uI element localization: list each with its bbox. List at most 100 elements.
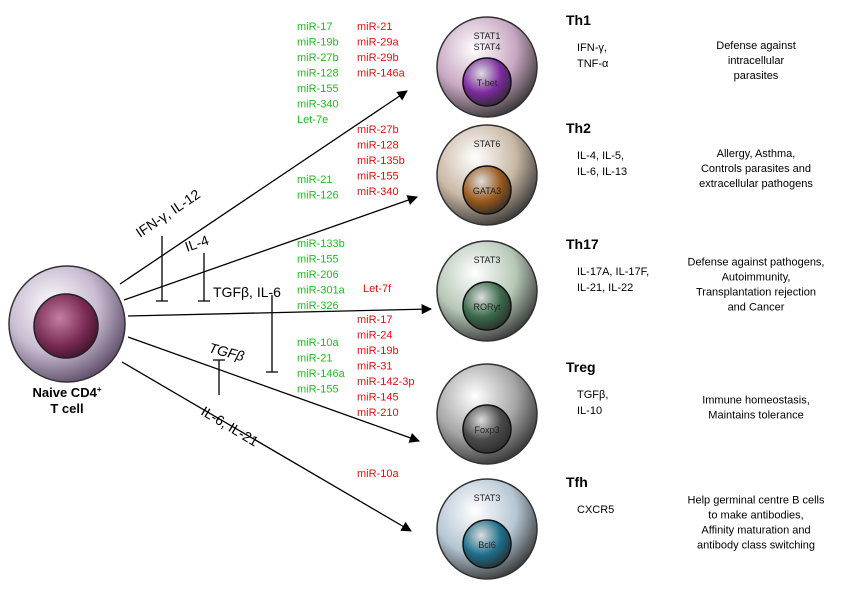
tfh-lineage-name: Tfh bbox=[566, 474, 588, 490]
signal-label-th1: IFN-γ, IL-12 bbox=[133, 186, 203, 241]
th2-master-regulator: GATA3 bbox=[473, 186, 501, 196]
naive-cell-label-line2: T cell bbox=[50, 401, 83, 416]
promoting-microrna: miR-340 bbox=[297, 99, 339, 111]
th1-function: parasites bbox=[734, 70, 779, 82]
promoting-microrna: miR-155 bbox=[297, 83, 339, 95]
th17-cytokine: IL-21, IL-22 bbox=[577, 282, 633, 294]
tfh-transcription-factor: STAT3 bbox=[474, 493, 501, 503]
promoting-microrna: miR-17 bbox=[297, 21, 332, 33]
inhibiting-microrna: miR-146a bbox=[357, 68, 406, 80]
inhibiting-microrna: miR-24 bbox=[357, 330, 392, 342]
treg-microrna-group: miR-10a miR-21 miR-146a miR-155 miR-17 miR-24… bbox=[297, 314, 414, 419]
th1-microrna-group: miR-17 miR-19b miR-27b miR-128 miR-155 miR-34… bbox=[297, 21, 406, 126]
inhibiting-microrna: miR-142-3p bbox=[357, 376, 414, 388]
promoting-microrna: miR-21 bbox=[297, 174, 332, 186]
th1-cytokine: IFN-γ, bbox=[577, 42, 607, 54]
arrow-to-tfh bbox=[121, 361, 412, 532]
promoting-microrna: miR-326 bbox=[297, 300, 339, 312]
tfh-function: to make antibodies, bbox=[708, 510, 803, 522]
tfh-nucleus bbox=[462, 519, 512, 569]
arrow-to-th1 bbox=[119, 90, 408, 285]
inhibiting-microrna: miR-29b bbox=[357, 52, 399, 64]
treg-function: Immune homeostasis, bbox=[702, 395, 810, 407]
th1-function: Defense against bbox=[716, 40, 796, 52]
microrna-labels: miR-17 miR-19b miR-27b miR-128 miR-155 miR-34… bbox=[297, 21, 414, 480]
inhibiting-microrna: miR-27b bbox=[357, 124, 399, 136]
signal-label-th2: IL-4 bbox=[183, 232, 211, 255]
th2-cytokine: IL-6, IL-13 bbox=[577, 166, 627, 178]
th17-microrna-group: miR-133b miR-155 miR-206 miR-301a miR-326 Let… bbox=[297, 238, 392, 312]
inhibiting-microrna: miR-128 bbox=[357, 140, 399, 152]
inhibiting-microrna: miR-340 bbox=[357, 186, 399, 198]
th1-function: intracellular bbox=[728, 55, 785, 67]
promoting-microrna: miR-128 bbox=[297, 68, 339, 80]
promoting-microrna: miR-126 bbox=[297, 190, 339, 202]
tfh-microrna-group: miR-10a bbox=[357, 468, 399, 480]
arrow-to-th17 bbox=[127, 304, 433, 317]
th2-cytokine: IL-4, IL-5, bbox=[577, 150, 624, 162]
promoting-microrna: miR-19b bbox=[297, 37, 339, 49]
th1-lineage-name: Th1 bbox=[566, 12, 591, 28]
tfh-master-regulator: Bcl6 bbox=[478, 540, 496, 550]
promoting-microrna: miR-133b bbox=[297, 238, 345, 250]
inhibition-il6 bbox=[266, 295, 278, 373]
promoting-microrna: miR-27b bbox=[297, 52, 339, 64]
tfh-function: antibody class switching bbox=[697, 540, 815, 552]
promoting-microrna: Let-7e bbox=[297, 114, 328, 126]
promoting-microrna: miR-155 bbox=[297, 254, 339, 266]
tfh-function: Affinity maturation and bbox=[701, 525, 810, 537]
inhibiting-microrna: miR-145 bbox=[357, 392, 399, 404]
th2-function: Allergy, Asthma, bbox=[717, 148, 796, 160]
th1-transcription-factor: STAT4 bbox=[474, 42, 501, 52]
promoting-microrna: miR-146a bbox=[297, 368, 346, 380]
th1-transcription-factor: STAT1 bbox=[474, 31, 501, 41]
inhibiting-microrna: miR-210 bbox=[357, 407, 399, 419]
tfh-function: Help germinal centre B cells bbox=[688, 495, 825, 507]
treg-cytokine: IL-10 bbox=[577, 405, 602, 417]
inhibition-ifn-gamma bbox=[156, 236, 168, 302]
naive-cell-nucleus bbox=[33, 293, 99, 359]
th2-microrna-group: miR-21 miR-126 miR-27b miR-128 miR-135b miR-1… bbox=[297, 124, 405, 202]
th17-function: and Cancer bbox=[728, 302, 785, 314]
inhibiting-microrna: miR-17 bbox=[357, 314, 392, 326]
arrow-to-th2 bbox=[123, 195, 418, 301]
inhibiting-microrna: miR-29a bbox=[357, 37, 399, 49]
inhibiting-microrna: miR-155 bbox=[357, 171, 399, 183]
th17-lineage-name: Th17 bbox=[566, 236, 599, 252]
arrow-to-treg bbox=[127, 336, 420, 443]
th17-function: Transplantation rejection bbox=[696, 287, 816, 299]
inhibiting-microrna: miR-21 bbox=[357, 21, 392, 33]
treg-master-regulator: Foxp3 bbox=[474, 425, 499, 435]
promoting-microrna: miR-155 bbox=[297, 384, 339, 396]
signal-label-th17: TGFβ, IL-6 bbox=[213, 284, 281, 300]
treg-lineage-name: Treg bbox=[566, 359, 596, 375]
th17-cytokine: IL-17A, IL-17F, bbox=[577, 266, 649, 278]
th2-lineage-name: Th2 bbox=[566, 120, 591, 136]
naive-cd4-t-cell: Naive CD4+ T cell bbox=[8, 265, 126, 416]
promoting-microrna: miR-301a bbox=[297, 285, 346, 297]
th17-function: Defense against pathogens, bbox=[688, 257, 825, 269]
th2-function: extracellular pathogens bbox=[699, 178, 813, 190]
promoting-microrna: miR-21 bbox=[297, 353, 332, 365]
inhibiting-microrna: miR-135b bbox=[357, 155, 405, 167]
th2-function: Controls parasites and bbox=[701, 163, 811, 175]
inhibiting-microrna: miR-31 bbox=[357, 361, 392, 373]
th17-function: Autoimmunity, bbox=[722, 272, 791, 284]
promoting-microrna: miR-206 bbox=[297, 269, 339, 281]
promoting-microrna: miR-10a bbox=[297, 337, 339, 349]
th17-nucleus bbox=[462, 281, 512, 331]
th1-cytokine: TNF-α bbox=[577, 58, 609, 70]
th17-master-regulator: RORγt bbox=[474, 302, 501, 312]
naive-cell-label: Naive CD4+ bbox=[33, 385, 102, 400]
treg-cytokine: TGFβ, bbox=[577, 389, 608, 401]
signal-label-tfh: IL-6, IL-21 bbox=[198, 403, 261, 450]
inhibiting-microrna: Let-7f bbox=[363, 283, 392, 295]
